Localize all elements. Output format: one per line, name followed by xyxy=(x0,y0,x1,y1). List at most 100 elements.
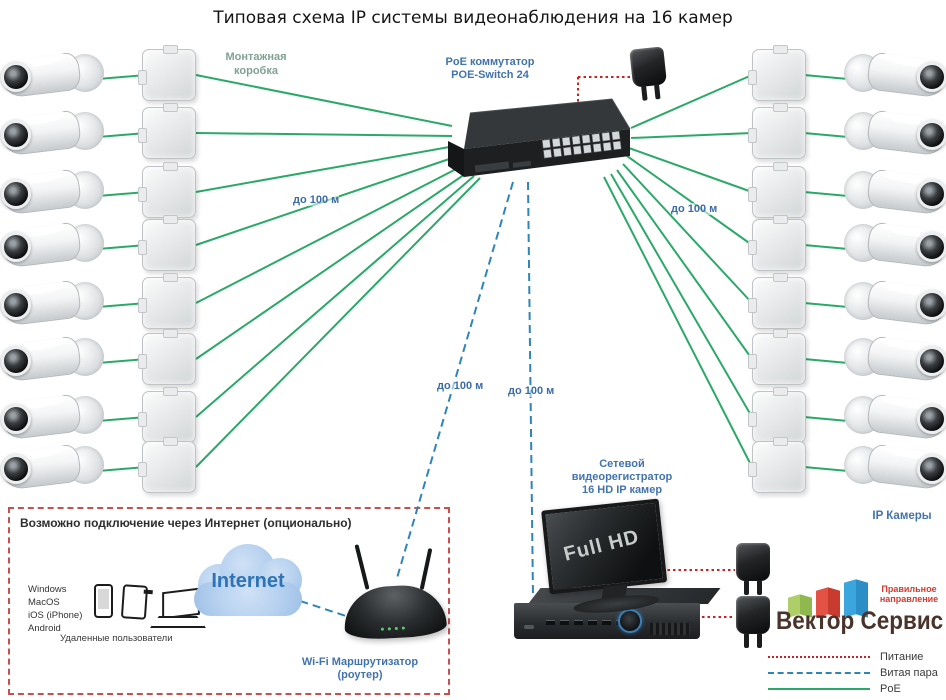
wire-poe xyxy=(803,466,849,472)
internet-label: Internet xyxy=(211,570,285,592)
camera-lens-icon xyxy=(1,179,31,209)
distance-label: до 100 м xyxy=(508,385,555,397)
junction-box xyxy=(748,437,806,493)
camera-lens-icon xyxy=(1,404,31,434)
wire-poe xyxy=(803,132,849,138)
wire-poe xyxy=(803,191,849,197)
ip-camera xyxy=(0,331,106,387)
monitor-screen: Full HD xyxy=(541,498,668,595)
camera-lens-icon xyxy=(917,179,946,209)
router-leds xyxy=(380,626,405,631)
camera-lens-icon xyxy=(1,120,31,150)
wire-poe xyxy=(195,177,481,468)
distance-label: до 100 м xyxy=(671,203,718,215)
smartphone-icon xyxy=(94,584,113,618)
wire-poe xyxy=(630,74,753,129)
junction-box xyxy=(138,387,196,443)
camera-lens-icon xyxy=(1,290,31,320)
legend-item-twisted-pair: Витая пара xyxy=(768,665,946,681)
remote-users-label: Удаленные пользователи xyxy=(60,633,173,644)
junction-box-label: Монтажная коробка xyxy=(225,51,287,77)
wire-poe xyxy=(195,165,463,304)
nvr-vent xyxy=(650,623,690,635)
router-label: Wi-Fi Маршрутизатор(роутер) xyxy=(301,656,419,681)
camera-lens-icon xyxy=(917,346,946,376)
camera-lens-icon xyxy=(1,346,31,376)
wifi-router xyxy=(342,544,448,642)
ip-camera xyxy=(842,439,946,495)
diagram-title: Типовая схема IP системы видеонаблюдения… xyxy=(213,8,733,28)
ip-cameras-label: IP Камеры xyxy=(872,510,932,522)
ip-camera xyxy=(0,439,106,495)
junction-box xyxy=(748,273,806,329)
ip-camera xyxy=(0,164,106,220)
nvr-jog-knob xyxy=(618,609,642,633)
junction-box xyxy=(138,329,196,385)
power-adapter-switch xyxy=(625,46,672,104)
junction-box xyxy=(138,215,196,271)
junction-box xyxy=(748,387,806,443)
wire-poe xyxy=(803,244,849,250)
wire-poe xyxy=(610,173,753,418)
camera-lens-icon xyxy=(917,232,946,262)
monitor: Full HD xyxy=(541,498,677,616)
wire-poe xyxy=(803,358,849,364)
wire-poe xyxy=(616,169,753,360)
ip-camera xyxy=(0,389,106,445)
wire-poe xyxy=(603,176,753,468)
wire-poe xyxy=(803,416,849,422)
junction-box xyxy=(748,162,806,218)
optional-internet-box xyxy=(8,507,450,695)
ip-camera xyxy=(842,275,946,331)
nvr-led xyxy=(524,625,534,629)
poe-line-sample xyxy=(768,688,870,690)
legend: Питание Витая пара PoE xyxy=(768,649,946,697)
adapter-prong xyxy=(641,85,648,101)
adapter-prong xyxy=(654,84,661,100)
ip-camera xyxy=(0,105,106,161)
junction-box xyxy=(138,103,196,159)
full-hd-text: Full HD xyxy=(561,525,642,566)
camera-lens-icon xyxy=(1,232,31,262)
wire-poe xyxy=(626,155,753,246)
wire-poe xyxy=(195,175,475,418)
wire-poe xyxy=(195,74,453,127)
wire-poe xyxy=(622,163,753,304)
ip-camera xyxy=(842,47,946,103)
junction-box xyxy=(138,273,196,329)
wire-tp xyxy=(527,181,534,598)
tablet-icon xyxy=(120,584,149,620)
wire-poe xyxy=(803,74,849,80)
laptop-icon xyxy=(150,587,206,632)
distance-label: до 100 м xyxy=(437,380,484,392)
junction-box xyxy=(748,45,806,101)
wire-poe xyxy=(803,302,849,308)
power-adapter-monitor xyxy=(732,543,774,597)
nvr-buttons xyxy=(546,620,625,625)
distance-label: до 100 м xyxy=(293,194,340,206)
junction-box xyxy=(138,45,196,101)
camera-lens-icon xyxy=(1,454,31,484)
junction-box xyxy=(748,215,806,271)
ip-camera xyxy=(0,47,106,103)
ip-camera xyxy=(842,389,946,445)
camera-lens-icon xyxy=(917,454,946,484)
camera-lens-icon xyxy=(1,62,31,92)
camera-lens-icon xyxy=(917,120,946,150)
junction-box xyxy=(138,162,196,218)
camera-lens-icon xyxy=(917,290,946,320)
junction-box xyxy=(138,437,196,493)
logo-wordmark: Вектор Сервис xyxy=(776,607,944,635)
ip-camera xyxy=(0,275,106,331)
legend-item-power: Питание xyxy=(768,649,946,665)
power-line-sample xyxy=(768,656,870,658)
wire-poe xyxy=(630,132,753,139)
power-adapter-nvr xyxy=(732,596,774,650)
ip-camera xyxy=(0,217,106,273)
poe-switch xyxy=(448,98,631,177)
adapter-body xyxy=(629,46,668,88)
